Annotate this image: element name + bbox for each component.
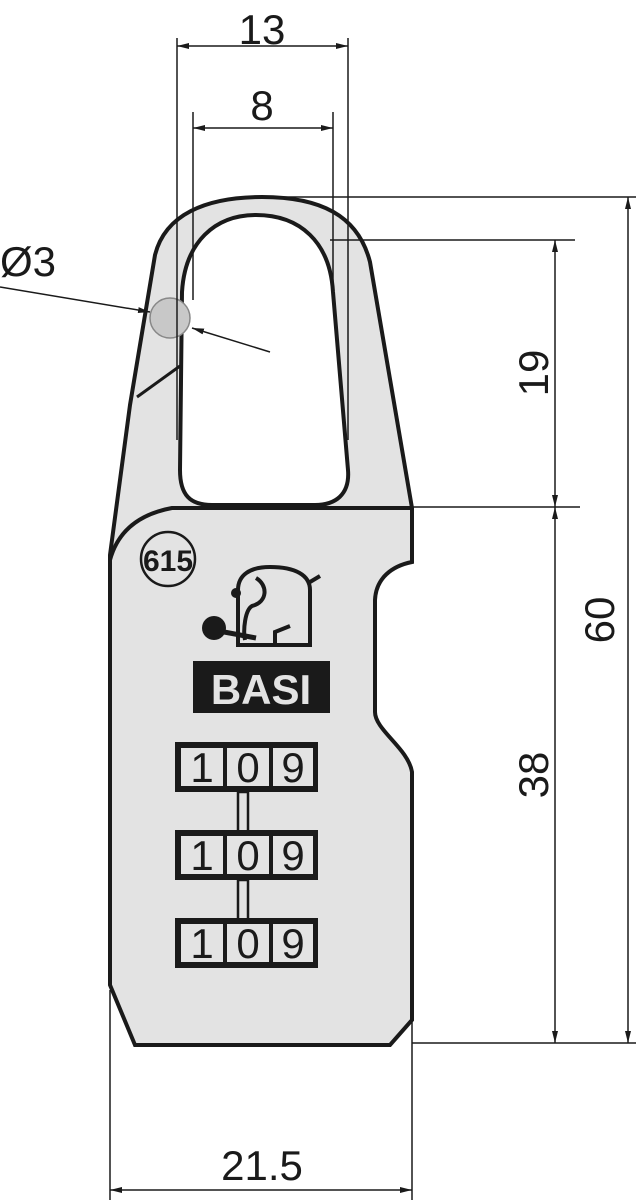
shackle-cut-line [136,364,181,399]
dimension-38: 38 [510,507,558,1043]
svg-text:60: 60 [576,597,623,644]
svg-text:9: 9 [281,920,304,967]
svg-text:8: 8 [250,82,273,129]
svg-text:38: 38 [510,752,557,799]
model-badge: 615 [139,530,197,588]
dimension-21-5: 21.5 [109,990,413,1200]
svg-text:1: 1 [190,832,213,879]
svg-text:BASI: BASI [211,666,311,713]
svg-text:9: 9 [281,832,304,879]
svg-text:9: 9 [281,744,304,791]
diameter-marker [149,297,191,339]
dial-row[interactable]: 1 0 9 [175,830,318,880]
svg-text:Ø3: Ø3 [0,238,56,285]
svg-text:19: 19 [510,350,557,397]
combination-dials: 1 0 9 1 0 9 1 0 9 [175,742,318,968]
svg-text:13: 13 [239,6,286,53]
svg-text:21.5: 21.5 [221,1142,303,1189]
dial-row[interactable]: 1 0 9 [175,742,318,792]
dimension-13: 13 [176,6,349,440]
svg-text:1: 1 [190,920,213,967]
svg-text:0: 0 [236,920,259,967]
svg-text:0: 0 [236,744,259,791]
brand-plate: BASI [193,661,330,713]
dimension-19: 19 [510,240,558,507]
dial-row[interactable]: 1 0 9 [175,918,318,968]
dimension-diameter: Ø3 [0,238,271,353]
elephant-logo-icon [202,564,322,647]
dimension-60: 60 [576,197,631,1043]
svg-text:0: 0 [236,832,259,879]
svg-text:1: 1 [190,744,213,791]
dimension-8: 8 [192,82,334,300]
svg-text:615: 615 [143,545,193,578]
body-top-line [108,506,412,561]
